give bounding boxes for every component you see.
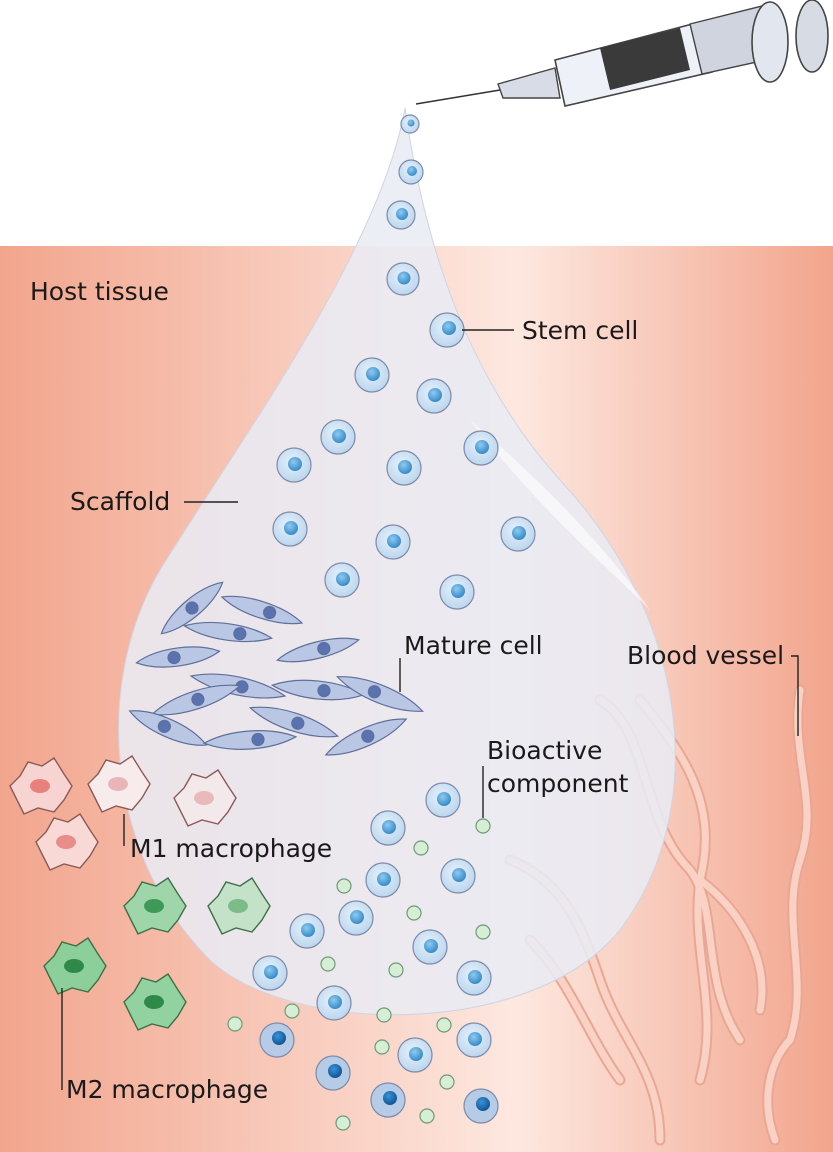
stem-cell (316, 985, 352, 1021)
m1-macrophage-label: M1 macrophage (130, 834, 332, 863)
bioactive-components (227, 818, 491, 1131)
committed-cell (315, 1055, 351, 1091)
stem-cell (400, 114, 420, 134)
committed-cell (370, 1082, 406, 1118)
stem-cell (416, 378, 452, 414)
m2-macrophage-label: M2 macrophage (66, 1075, 268, 1104)
stem-cell (412, 929, 448, 965)
m2-macrophages (43, 877, 271, 1031)
stem-cell (252, 955, 288, 991)
bioactive-label-line2: component (487, 769, 629, 798)
scaffold (118, 107, 676, 1016)
stem-cell (397, 1037, 433, 1073)
stem-cell (456, 960, 492, 996)
committed-cell (259, 1022, 295, 1058)
committed-cell (463, 1088, 499, 1124)
leader-lines (61, 329, 799, 1090)
stem-cell (324, 562, 360, 598)
stem-cell (386, 200, 416, 230)
host-tissue-label: Host tissue (30, 277, 169, 306)
stem-cell (439, 574, 475, 610)
scaffold-highlight (470, 420, 650, 610)
stem-cell (320, 419, 356, 455)
stem-cell (425, 782, 461, 818)
stem-cell (375, 524, 411, 560)
scaffold-label: Scaffold (70, 487, 170, 516)
bioactive-label-line1: Bioactive (487, 736, 602, 765)
stem-cell (370, 810, 406, 846)
syringe-icon (415, 0, 829, 107)
blood-vessel-label: Blood vessel (627, 641, 784, 670)
stem-cell (386, 262, 420, 296)
stem-cell (354, 357, 390, 393)
stem-cell-labelled (429, 312, 465, 348)
m1-macrophages (9, 755, 237, 871)
stem-cell (456, 1022, 492, 1058)
stem-cell (276, 447, 312, 483)
stem-cell-label: Stem cell (522, 316, 638, 345)
stem-cells (252, 114, 536, 1124)
stem-cell (398, 159, 424, 185)
mature-cells (128, 581, 424, 756)
stem-cell (272, 511, 308, 547)
stem-cell (386, 450, 422, 486)
stem-cell (338, 900, 374, 936)
stem-cell (500, 516, 536, 552)
stem-cell (365, 862, 401, 898)
stem-cell (463, 430, 499, 466)
stem-cell (440, 858, 476, 894)
stem-cell (289, 913, 325, 949)
mature-cell-label: Mature cell (404, 631, 543, 660)
